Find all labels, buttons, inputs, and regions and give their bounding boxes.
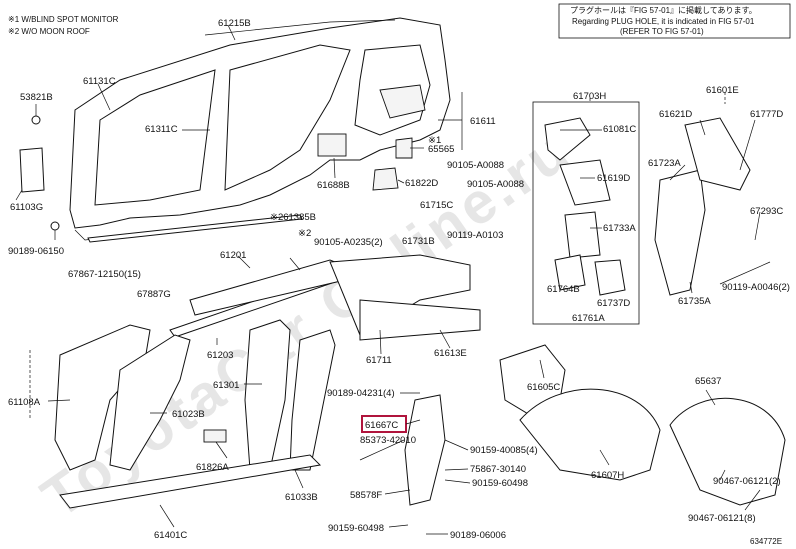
label-90189-06150: 90189-06150 <box>8 246 64 257</box>
label-90105-a0235: 90105-A0235(2) <box>314 237 383 248</box>
label-90159-60498-1: 90159-60498 <box>472 478 528 489</box>
label-90105-a0088-1: 90105-A0088 <box>447 160 504 171</box>
label-65565-mark: ※1 <box>428 135 441 146</box>
label-53821b: 53821B <box>20 92 53 103</box>
plug-hole-note: プラグホールは『FIG 57-01』に掲載してあります。 Regarding P… <box>558 3 791 39</box>
label-90105-a0088-2: 90105-A0088 <box>467 179 524 190</box>
label-61621d: 61621D <box>659 109 692 120</box>
clip-53821b <box>31 115 41 125</box>
label-61761a: 61761A <box>572 313 605 324</box>
label-61764b: 61764B <box>547 284 580 295</box>
label-61215b: 61215B <box>218 18 251 29</box>
label-90119-a0103: 90119-A0103 <box>447 230 503 241</box>
label-61607h: 61607H <box>591 470 624 481</box>
label-61619d: 61619D <box>597 173 630 184</box>
label-90189-06006: 90189-06006 <box>450 530 506 541</box>
label-61601e: 61601E <box>706 85 739 96</box>
label-61711: 61711 <box>366 355 392 366</box>
pillar-assembly <box>54 254 481 509</box>
moulding-67887g <box>87 214 303 243</box>
label-61401c: 61401C <box>154 530 187 541</box>
label-61777d: 61777D <box>750 109 783 120</box>
label-90105-mark: ※2 <box>298 228 311 239</box>
label-61103g: 61103G <box>10 202 43 213</box>
leader-lines <box>15 24 771 535</box>
label-90189-04231: 90189-04231(4) <box>327 388 395 399</box>
label-61723a: 61723A <box>648 158 681 169</box>
label-61131c: 61131C <box>83 76 116 87</box>
label-61605c: 61605C <box>527 382 560 393</box>
label-61822d: 61822D <box>405 178 438 189</box>
note-blind-spot: ※1 W/BLIND SPOT MONITOR <box>8 15 119 24</box>
label-61613e: 61613E <box>434 348 467 359</box>
label-61733a: 61733A <box>603 223 636 234</box>
label-67887g: 67887G <box>137 289 171 300</box>
label-61203: 61203 <box>207 350 233 361</box>
label-90159-40085: 90159-40085(4) <box>470 445 538 456</box>
label-61108a: 61108A <box>8 397 41 408</box>
label-65637: 65637 <box>695 376 721 387</box>
group-frame-61703h <box>532 101 640 325</box>
label-90159-60498-2: 90159-60498 <box>328 523 384 534</box>
plug-note-ref: (REFER TO FIG 57-01) <box>620 27 704 36</box>
label-61033b: 61033B <box>285 492 318 503</box>
label-61385b: ※261385B <box>270 212 316 223</box>
label-61688b: 61688B <box>317 180 350 191</box>
wheel-house-parts <box>404 344 786 506</box>
part-labels: 61215B 53821B 61131C 61311C 61611 61688B 61822… <box>8 18 790 546</box>
label-61301: 61301 <box>213 380 239 391</box>
label-61311c: 61311C <box>145 124 178 135</box>
label-61715c: 61715C <box>420 200 453 211</box>
label-90119-a0046: 90119-A0046(2) <box>722 282 790 293</box>
label-90467-06121-2: 90467-06121(2) <box>713 476 781 487</box>
label-67293c: 67293C <box>750 206 783 217</box>
body-side-outer-panel <box>69 17 451 241</box>
label-65565: 65565 <box>428 144 454 155</box>
plug-note-en: Regarding PLUG HOLE, it is indicated in … <box>572 17 755 26</box>
label-61081c: 61081C <box>603 124 636 135</box>
bolt-90189-06150 <box>50 221 60 231</box>
label-61731b: 61731B <box>402 236 435 247</box>
figure-id: 634772E <box>750 537 782 546</box>
bracket-61103g <box>19 147 45 193</box>
label-58578f: 58578F <box>350 490 382 501</box>
note-moon-roof: ※2 W/O MOON ROOF <box>8 27 90 36</box>
label-61735a: 61735A <box>678 296 711 307</box>
label-90467-06121-8: 90467-06121(8) <box>688 513 756 524</box>
label-61201: 61201 <box>220 250 246 261</box>
label-61737d: 61737D <box>597 298 630 309</box>
plug-note-jp: プラグホールは『FIG 57-01』に掲載してあります。 <box>570 5 757 15</box>
quarter-inner-parts <box>544 117 751 296</box>
label-67867: 67867-12150(15) <box>68 269 141 280</box>
label-85373-42010: 85373-42010 <box>360 435 416 446</box>
label-75867-30140: 75867-30140 <box>470 464 526 475</box>
label-61667c[interactable]: 61667C <box>365 420 398 431</box>
label-61826a: 61826A <box>196 462 229 473</box>
label-61023b: 61023B <box>172 409 205 420</box>
label-61703h: 61703H <box>573 91 606 102</box>
label-61611: 61611 <box>470 116 496 127</box>
